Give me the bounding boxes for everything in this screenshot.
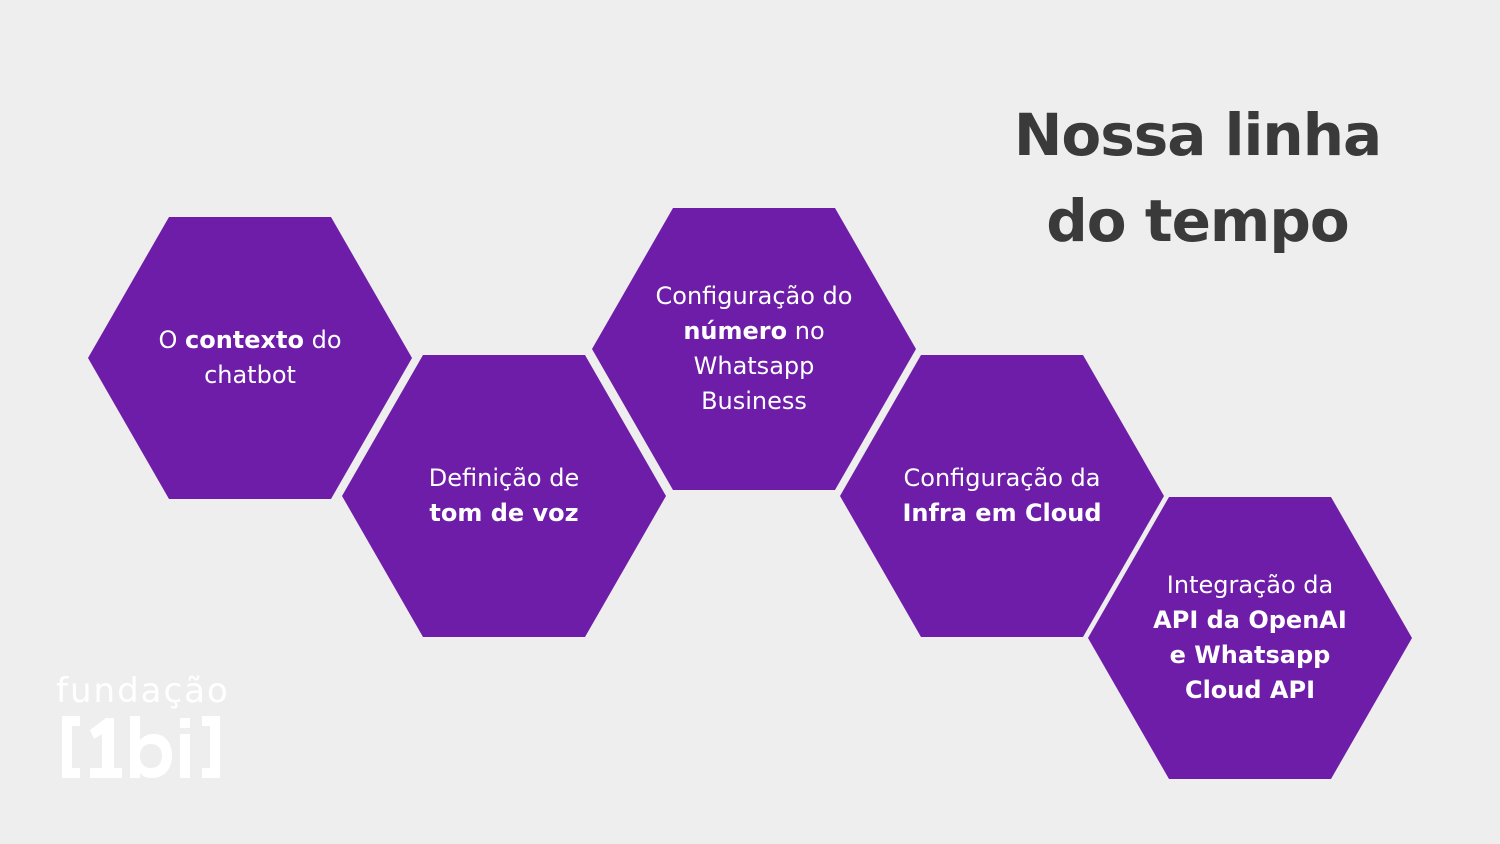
- slide-title: Nossa linha do tempo: [1000, 92, 1395, 264]
- timeline-step-1-part-2: contexto: [184, 326, 304, 354]
- timeline-step-1: O contexto do chatbot: [88, 217, 412, 499]
- timeline-step-1-part-1: O: [158, 326, 185, 354]
- timeline-step-2-part-2: tom de voz: [429, 499, 579, 527]
- fundacao-1bi-logo: fundação: [56, 672, 228, 784]
- timeline-step-2: Definição de tom de voz: [342, 355, 666, 637]
- timeline-step-3-part-3: no Whatsapp Business: [693, 317, 825, 415]
- timeline-step-2-part-1: Definição de: [428, 464, 580, 492]
- logo-bracket-mark: [62, 716, 220, 778]
- timeline-step-3-part-2: número: [683, 317, 788, 345]
- timeline-step-5: Integração da API da OpenAI e Whatsapp C…: [1088, 497, 1412, 779]
- title-line-1: Nossa linha: [1013, 101, 1382, 169]
- timeline-step-4: Configuração da Infra em Cloud: [840, 355, 1164, 637]
- timeline-step-5-part-2: API da OpenAI e Whatsapp Cloud API: [1153, 606, 1347, 704]
- timeline-step-4-part-2: Infra em Cloud: [902, 499, 1102, 527]
- timeline-step-4-text: Configuração da Infra em Cloud: [902, 461, 1102, 531]
- timeline-step-4-part-1: Configuração da: [903, 464, 1101, 492]
- timeline-step-1-text: O contexto do chatbot: [150, 323, 350, 393]
- timeline-step-5-part-1: Integração da: [1166, 571, 1334, 599]
- timeline-step-2-text: Definição de tom de voz: [404, 461, 604, 531]
- timeline-step-3-part-1: Configuração do: [655, 282, 853, 310]
- timeline-step-5-text: Integração da API da OpenAI e Whatsapp C…: [1150, 568, 1350, 708]
- timeline-step-1-part-3: do chatbot: [204, 326, 342, 389]
- logo-top-text: fundação: [56, 671, 230, 711]
- title-line-2: do tempo: [1046, 187, 1349, 255]
- timeline-step-3-text: Configuração do número no Whatsapp Busin…: [654, 279, 854, 419]
- timeline-step-3: Configuração do número no Whatsapp Busin…: [592, 208, 916, 490]
